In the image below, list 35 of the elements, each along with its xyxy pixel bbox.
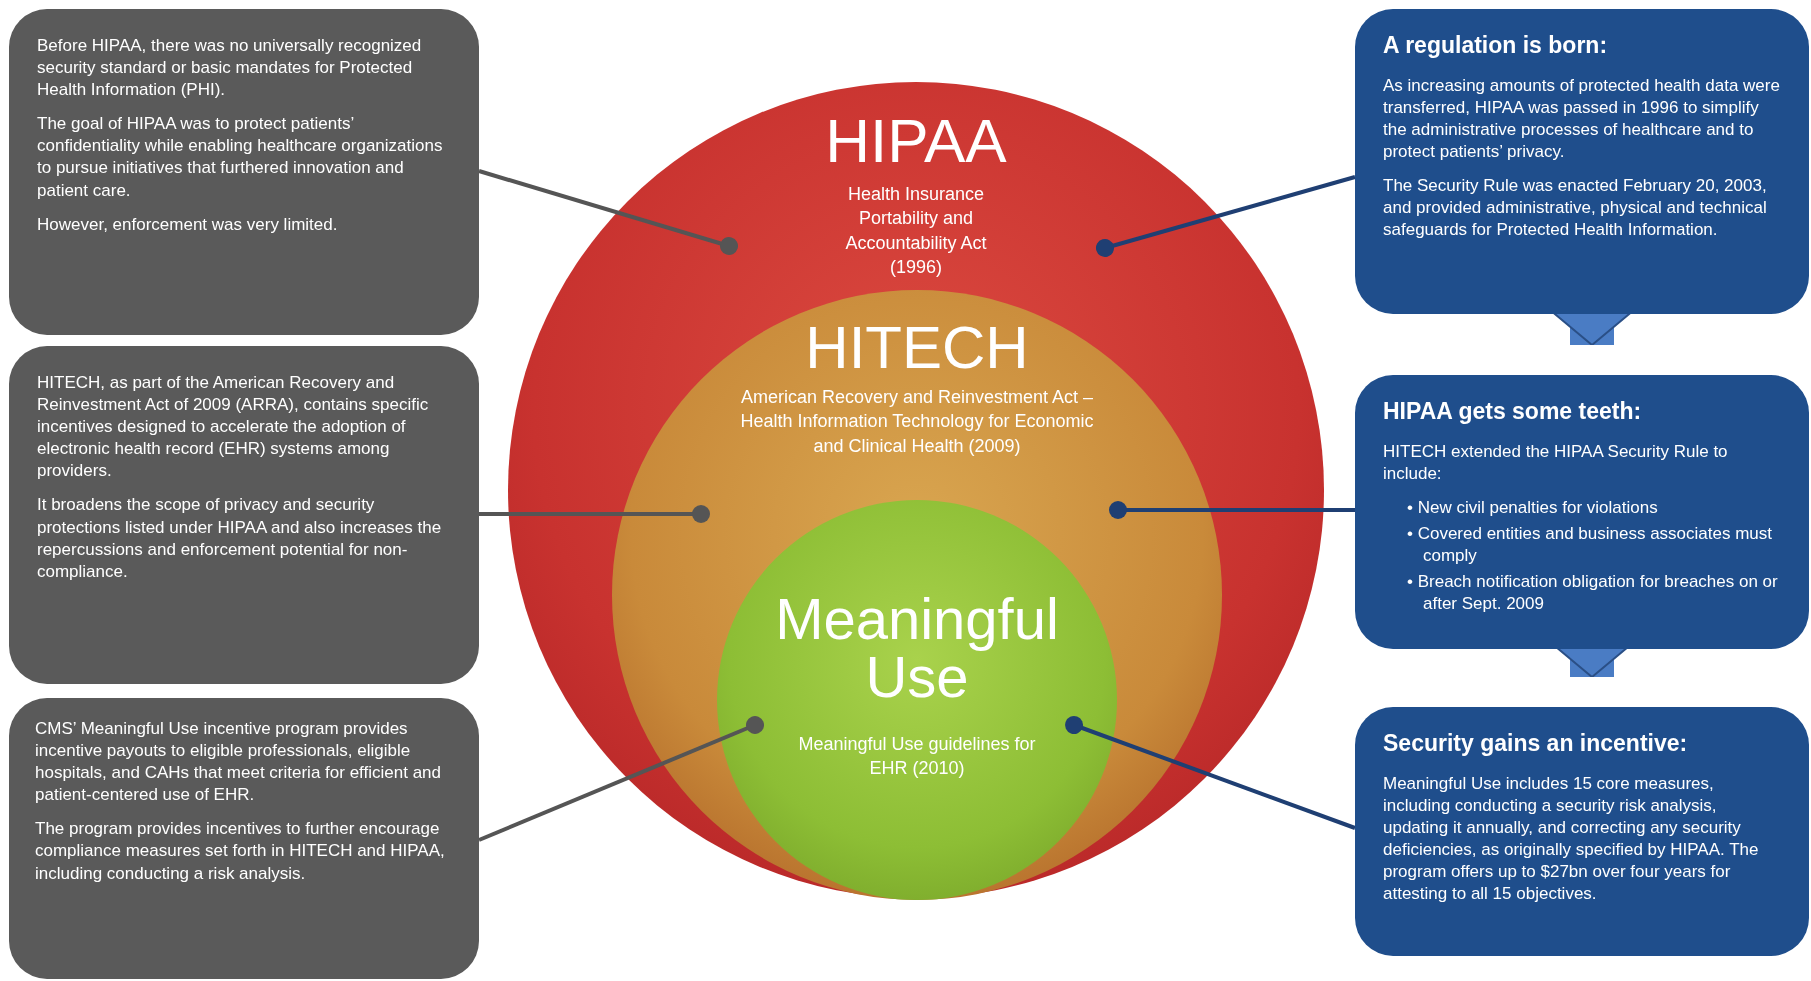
paragraph: The goal of HIPAA was to protect patients’ confidentiality while enabling healthcare organizations to pursue initiatives that furthered innovation and patient care.: [37, 113, 444, 202]
leader-line: [1065, 716, 1356, 830]
info-card: [1355, 707, 1809, 956]
circle-title: HIPAA: [824, 110, 1008, 172]
card-heading: A regulation is born:: [1383, 31, 1609, 60]
paragraph: However, enforcement was very limited.: [37, 213, 339, 236]
leader-line: [1109, 501, 1355, 519]
paragraph: The program provides incentives to further encourage compliance measures set forth in HITECH and HIPAA, including conducting a risk analysis.: [35, 818, 446, 885]
paragraph: The Security Rule was enacted February 20, 2003, and provided administrative, physical and technical safeguards for Protected Health Information.: [1383, 175, 1768, 242]
card-heading: HIPAA gets some teeth:: [1383, 397, 1643, 426]
card-heading: Security gains an incentive:: [1383, 729, 1689, 758]
paragraph: As increasing amounts of protected health data were transferred, HIPAA was passed in 1996 to simplify the administrative processes of healthcare and to protect patients’ privacy.: [1383, 74, 1781, 164]
bullet-item: • Breach notification obligation for breaches on or after Sept. 2009: [1406, 571, 1779, 616]
leader-line: [478, 716, 764, 842]
leader-line: [1096, 175, 1356, 257]
paragraph: HITECH, as part of the American Recovery and Reinvestment Act of 2009 (ARRA), contains specific incentives designed to accelerate the adoption of electronic health record (EHR) systems among providers.: [37, 372, 430, 483]
circle-title: HITECH: [804, 318, 1030, 378]
leader-line: [478, 169, 738, 255]
leader-line: [479, 505, 710, 523]
paragraph: CMS’ Meaningful Use incentive program provides incentive payouts to eligible professionals, eligible hospitals, and CAHs that meet criteria for efficient and patient-centered use of EHR.: [35, 718, 442, 807]
circle-subtitle: Health Insurance Portability and Accountability Act (1996): [844, 183, 988, 279]
circle-subtitle: American Recovery and Reinvestment Act – Health Information Technology for Economic and Clinical Health (2009): [739, 386, 1095, 458]
circle-subtitle: Meaningful Use guidelines for EHR (2010): [797, 733, 1037, 781]
info-card: [9, 698, 479, 979]
paragraph: Before HIPAA, there was no universally recognized security standard or basic mandates for Protected Health Information (PHI).: [37, 35, 423, 102]
info-card: [9, 9, 479, 335]
paragraph: It broadens the scope of privacy and security protections listed under HIPAA and also increases the repercussions and enforcement potential for non-compliance.: [37, 494, 443, 583]
info-card: [1355, 9, 1809, 314]
info-card: [1355, 375, 1809, 649]
paragraph: Meaningful Use includes 15 core measures, including conducting a security risk analysis, updating it annually, and correcting any security deficiencies, as originally specified by HIPAA. The program offers up to $27bn over four years for attesting to all 15 objectives.: [1383, 772, 1760, 906]
bullet-item: • New civil penalties for violations: [1406, 497, 1659, 520]
circle-title: Meaningful Use: [774, 590, 1060, 706]
bullet-item: • Covered entities and business associates must comply: [1406, 523, 1774, 568]
info-card: [9, 346, 479, 684]
paragraph: HITECH extended the HIPAA Security Rule to include:: [1383, 440, 1729, 485]
